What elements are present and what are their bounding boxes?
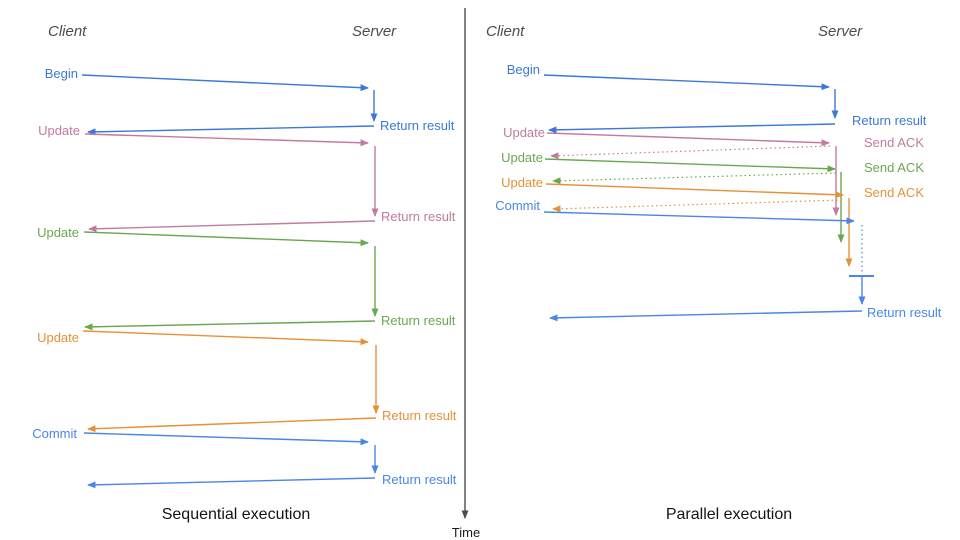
sequential-execution-title: Sequential execution — [162, 506, 311, 523]
par-update1-ack-dotted-arrow — [550, 145, 831, 160]
seq-commit-request-arrow — [83, 432, 369, 446]
seq-server-header: Server — [352, 23, 397, 40]
seq-commit-response-arrow — [87, 477, 376, 489]
seq-begin-request-arrow — [81, 74, 369, 92]
par-begin-response-arrow — [548, 123, 836, 134]
par-update1-request-arrow — [546, 132, 830, 147]
seq-update3-label: Update — [37, 330, 79, 345]
par-update2-label: Update — [501, 150, 543, 165]
seq-begin-label: Begin — [45, 66, 78, 81]
seq-update1-label: Update — [38, 123, 80, 138]
par-begin-response-label: Return result — [852, 113, 927, 128]
seq-update2-label: Update — [37, 225, 79, 240]
par-commit-response-label: Return result — [867, 305, 942, 320]
par-begin-request-arrow — [543, 74, 830, 91]
par-begin-label: Begin — [507, 62, 540, 77]
seq-update1-request-arrow — [84, 133, 369, 147]
seq-update3-request-arrow — [82, 330, 369, 346]
seq-update2-response-label: Return result — [381, 313, 456, 328]
par-update1-ack-label: Send ACK — [864, 135, 924, 150]
seq-update3-response-label: Return result — [382, 408, 457, 423]
par-commit-label: Commit — [495, 198, 540, 213]
par-update2-ack-label: Send ACK — [864, 160, 924, 175]
seq-update2-request-arrow — [83, 231, 369, 247]
par-update2-ack-dotted-arrow — [552, 172, 837, 185]
seq-update1-response-arrow — [88, 220, 376, 233]
seq-update3-response-arrow — [87, 417, 377, 433]
seq-update2-response-arrow — [84, 320, 376, 331]
seq-client-header: Client — [48, 23, 87, 40]
seq-update1-response-label: Return result — [381, 209, 456, 224]
seq-commit-response-label: Return result — [382, 472, 457, 487]
par-update2-request-arrow — [544, 158, 836, 173]
par-commit-request-arrow — [543, 211, 855, 225]
par-update3-ack-dotted-arrow — [552, 199, 843, 213]
par-client-header: Client — [486, 23, 525, 40]
par-update3-label: Update — [501, 175, 543, 190]
seq-begin-response-label: Return result — [380, 118, 455, 133]
seq-commit-label: Commit — [32, 426, 77, 441]
par-commit-response-arrow — [549, 310, 863, 322]
seq-begin-response-arrow — [87, 125, 375, 136]
parallel-execution-title: Parallel execution — [666, 506, 792, 523]
par-server-header: Server — [818, 23, 863, 40]
par-update3-request-arrow — [545, 183, 844, 199]
time-axis-label: Time — [452, 525, 480, 540]
par-update1-label: Update — [503, 125, 545, 140]
par-update3-ack-label: Send ACK — [864, 185, 924, 200]
